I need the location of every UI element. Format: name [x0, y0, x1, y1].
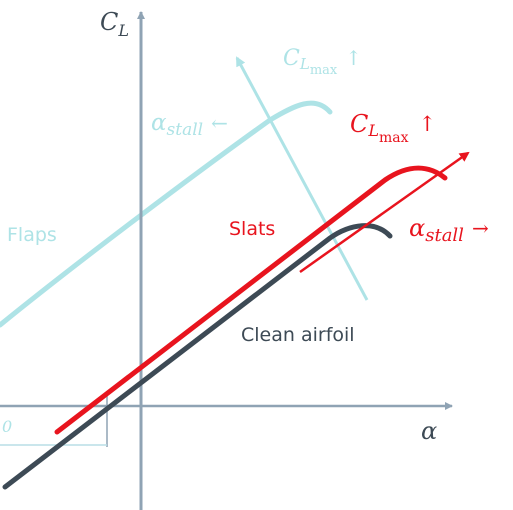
flaps-shift-arrow [235, 56, 369, 301]
x-axis-label: α [421, 417, 437, 445]
clean-airfoil-curve [2, 223, 393, 490]
slats-shift-arrow [299, 151, 470, 274]
slats-label: Slats [229, 218, 275, 240]
slats-clmax-label: CLmax↑ [350, 110, 436, 146]
slats-astall-label: αstall→ [409, 214, 489, 246]
y-axis-label: CL [100, 8, 129, 40]
flaps-clmax-label: CLmax↑ [283, 46, 362, 78]
flaps-label: Flaps [7, 224, 57, 246]
flaps-astall-label: αstall← [151, 110, 228, 140]
alpha0-label: 0 [2, 417, 12, 436]
flaps-curve [0, 100, 333, 328]
clean-airfoil-label: Clean airfoil [241, 324, 355, 346]
